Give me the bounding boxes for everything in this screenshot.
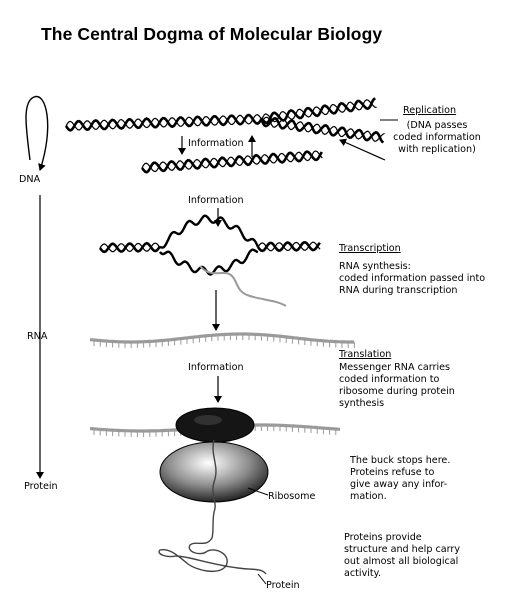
mrna-strand	[89, 332, 355, 348]
ribosome-small-subunit	[175, 407, 255, 443]
replication-line-1: (DNA passes	[406, 120, 468, 131]
dna-helix-fork-upper	[261, 97, 377, 125]
ribosome-highlight	[194, 415, 222, 425]
protein-function-line-1: Proteins provide	[344, 532, 422, 543]
page-title: The Central Dogma of Molecular Biology	[41, 24, 383, 44]
replication-heading: Replication	[403, 105, 457, 116]
translation-heading: Translation	[339, 349, 392, 360]
dna-label: DNA	[19, 174, 41, 185]
translation-line-2: coded information to	[339, 374, 440, 385]
transcription-line-3: RNA during transcription	[339, 285, 458, 296]
replication-callout-arrow	[339, 138, 386, 161]
transcription-bubble	[98, 214, 321, 307]
protein-label: Protein	[266, 580, 300, 591]
ribosome-label: Ribosome	[268, 491, 316, 502]
protein-function-line-4: activity.	[344, 568, 382, 579]
protein-function-line-3: out almost all biological	[344, 556, 459, 567]
transcription-heading: Transcription	[339, 243, 401, 254]
dna-helix-fork-lower	[260, 116, 385, 144]
ribosome-leader	[247, 487, 269, 496]
protein-chain	[158, 439, 267, 575]
dna-helix-copy	[140, 150, 323, 174]
buck-stops-line-3: give away any infor-	[350, 479, 448, 490]
rna-label: RNA	[27, 331, 48, 342]
buck-stops-line-4: mation.	[350, 491, 387, 502]
information-label-translation: Information	[188, 362, 244, 373]
transcription-line-2: coded information passed into	[339, 273, 486, 284]
replication-line-3: with replication)	[398, 144, 476, 155]
information-label-transcription: Information	[188, 195, 244, 206]
protein-axis-label: Protein	[24, 481, 58, 492]
information-label-replication: Information	[188, 138, 244, 149]
translation-line-4: synthesis	[339, 398, 385, 409]
buck-stops-line-1: The buck stops here.	[350, 455, 451, 466]
replication-line-2: coded information	[393, 132, 481, 143]
translation-line-1: Messenger RNA carries	[339, 362, 451, 373]
translation-line-3: ribosome during protein	[339, 386, 455, 397]
buck-stops-line-2: Proteins refuse to	[350, 467, 435, 478]
replication-loop	[25, 95, 49, 171]
dna-helix-parent	[64, 113, 264, 132]
transcription-line-1: RNA synthesis:	[339, 261, 411, 272]
protein-function-line-2: structure and help carry	[344, 544, 461, 555]
protein-leader	[257, 573, 267, 585]
